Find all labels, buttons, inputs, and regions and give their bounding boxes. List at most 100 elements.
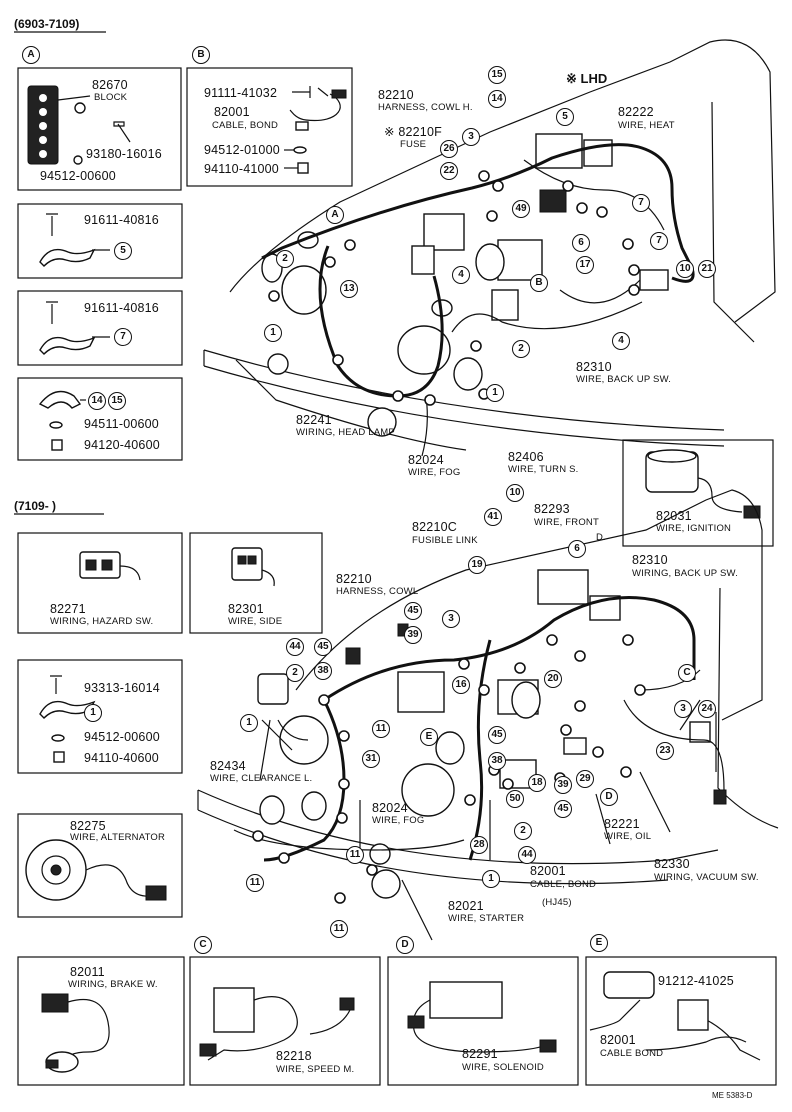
clamp7-ref: 7 — [114, 328, 132, 346]
ref-marker: 2 — [276, 250, 294, 268]
lower-pn-7: 82024 — [372, 801, 408, 815]
ref-marker: 10 — [506, 484, 524, 502]
clamp1-pn-0: 93313-16014 — [84, 681, 160, 695]
ref-marker: 6 — [572, 234, 590, 252]
ref-marker: 28 — [470, 836, 488, 854]
clamp14-ref: 14 — [88, 392, 106, 410]
inset-b-pn-0: 91111-41032 — [204, 86, 278, 100]
bottom-pn-0: 82011 — [70, 965, 105, 979]
ref-marker: B — [530, 274, 548, 292]
ref-marker: A — [326, 206, 344, 224]
ref-marker: 44 — [286, 638, 304, 656]
clamp15-ref: 15 — [108, 392, 126, 410]
lower-name-4: HARNESS, COWL — [336, 586, 419, 597]
ref-marker: 4 — [452, 266, 470, 284]
clamp1415-pn-1: 94120-40600 — [84, 438, 160, 452]
upper-name-5: WIRE, FOG — [408, 467, 461, 478]
inset-a-pn-1: 93180-16016 — [86, 147, 162, 161]
ref-marker: 26 — [440, 140, 458, 158]
hazard-pn: 82271 — [50, 602, 86, 616]
lower-name-5: WIRING, BACK UP SW. — [632, 568, 739, 579]
lower-name-7: WIRE, FOG — [372, 815, 425, 826]
inset-b-name-1: CABLE, BOND — [212, 120, 279, 131]
ref-marker: 45 — [404, 602, 422, 620]
lhd-note: ※ LHD — [566, 71, 608, 86]
ref-marker: 7 — [632, 194, 650, 212]
ignition-pn: 82031 — [656, 509, 692, 523]
ref-marker: 14 — [488, 90, 506, 108]
upper-pn-5: 82024 — [408, 453, 444, 467]
upper-pn-4: 82241 — [296, 413, 332, 427]
upper-pn-3: 82310 — [576, 360, 612, 374]
lower-name-0: WIRE, TURN S. — [508, 464, 579, 475]
ref-marker: 39 — [404, 626, 422, 644]
ref-marker: D — [396, 936, 414, 954]
lower-pn-2: D. — [596, 532, 606, 543]
bottom-name-2: WIRE, SOLENOID — [462, 1062, 544, 1073]
ref-marker: 2 — [512, 340, 530, 358]
bottom-pn-2: 82291 — [462, 1047, 498, 1061]
ref-marker: 1 — [240, 714, 258, 732]
ref-marker: 39 — [554, 776, 572, 794]
lower-pn-11: (HJ45) — [542, 897, 572, 908]
ref-marker: 38 — [488, 752, 506, 770]
lower-pn-3: 82210C — [412, 520, 457, 534]
lower-pn-8: 82221 — [604, 817, 640, 831]
range-header-1: (6903-7109) — [14, 17, 80, 31]
clamp5-pn: 91611-40816 — [84, 213, 159, 227]
lower-pn-6: 82434 — [210, 759, 246, 773]
ref-marker: 2 — [286, 664, 304, 682]
bottom-pn-1: 82218 — [276, 1049, 312, 1063]
ref-marker: 15 — [488, 66, 506, 84]
ref-marker: 11 — [372, 720, 390, 738]
ref-marker: 5 — [556, 108, 574, 126]
ref-marker: 11 — [346, 846, 364, 864]
ref-marker: 7 — [650, 232, 668, 250]
inset-a-pn-2: 94512-00600 — [40, 169, 116, 183]
ref-marker: 44 — [518, 846, 536, 864]
lower-name-3: FUSIBLE LINK — [412, 535, 478, 546]
lower-pn-4: 82210 — [336, 572, 372, 586]
upper-pn-0: 82210 — [378, 88, 414, 102]
ref-marker: 10 — [676, 260, 694, 278]
clamp1415-pn-0: 94511-00600 — [84, 417, 159, 431]
clamp7-pn: 91611-40816 — [84, 301, 159, 315]
upper-pn-2: 82222 — [618, 105, 654, 119]
bottom-name-1: WIRE, SPEED M. — [276, 1064, 355, 1075]
inset-c-letter: C — [194, 936, 212, 954]
lower-name-8: WIRE, OIL — [604, 831, 652, 842]
inset-b-pn-2: 94512-01000 — [204, 143, 280, 157]
ref-marker: 21 — [698, 260, 716, 278]
ref-marker: 45 — [488, 726, 506, 744]
ref-marker: 4 — [612, 332, 630, 350]
ref-marker: 2 — [514, 822, 532, 840]
inset-b-letter: B — [192, 46, 210, 64]
ref-marker: 1 — [482, 870, 500, 888]
ref-marker: 29 — [576, 770, 594, 788]
ref-marker: 45 — [554, 800, 572, 818]
alternator-name: WIRE, ALTERNATOR — [70, 832, 166, 843]
ref-marker: 3 — [674, 700, 692, 718]
alternator-pn: 82275 — [70, 819, 106, 833]
ref-marker: 49 — [512, 200, 530, 218]
lower-name-1: WIRE, FRONT — [534, 517, 599, 528]
lower-name-9: WIRING, VACUUM SW. — [654, 872, 759, 883]
upper-name-4: WIRING, HEAD LAMP — [296, 427, 395, 438]
ref-marker: 22 — [440, 162, 458, 180]
clamp1-pn-2: 94110-40600 — [84, 751, 159, 765]
lower-pn-5: 82310 — [632, 553, 668, 567]
inset-b-pn-3: 94110-41000 — [204, 162, 279, 176]
side-pn: 82301 — [228, 602, 264, 616]
ref-marker: 3 — [462, 128, 480, 146]
bottom-pn-3: 91212-41025 — [658, 974, 734, 988]
hazard-name: WIRING, HAZARD SW. — [50, 616, 154, 627]
ref-marker: 41 — [484, 508, 502, 526]
upper-name-0: HARNESS, COWL H. — [378, 102, 473, 113]
range-header-2: (7109- ) — [14, 499, 57, 513]
footer-code: ME 5383-D — [712, 1091, 753, 1100]
ref-marker: 13 — [340, 280, 358, 298]
ref-marker: 18 — [528, 774, 546, 792]
ref-marker: 23 — [656, 742, 674, 760]
